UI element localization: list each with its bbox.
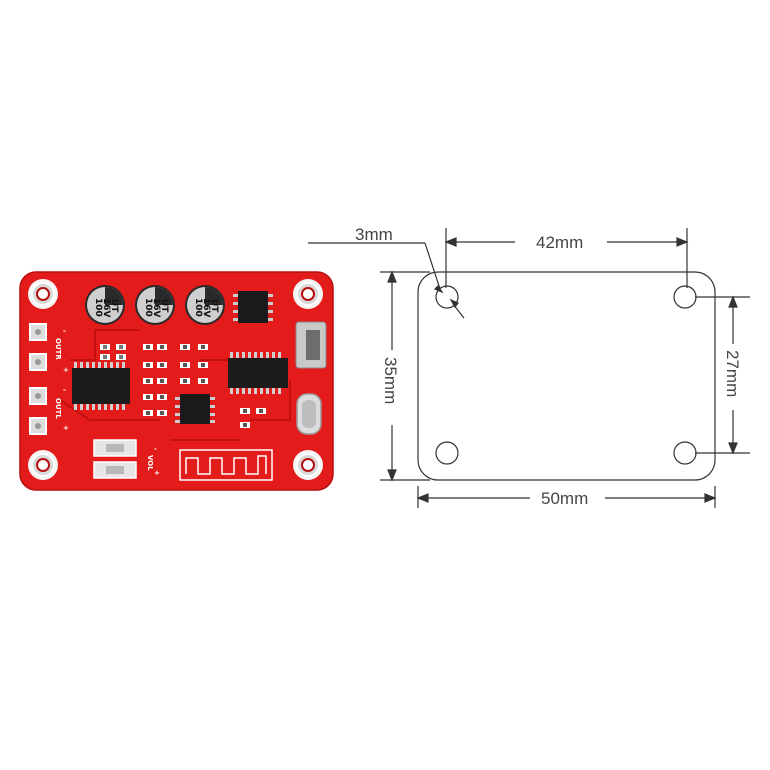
bluetooth-ic xyxy=(228,352,288,394)
outl-label: OUTL xyxy=(54,398,62,419)
board-width-label: 50mm xyxy=(541,489,588,508)
mounting-hole-bottom-right xyxy=(293,450,323,480)
ic-8pin-top xyxy=(233,291,273,323)
volume-buttons: VOL - + xyxy=(93,439,160,479)
capacitor-1-brand: UT xyxy=(109,299,119,313)
capacitor-3-voltage: 16V xyxy=(201,298,211,318)
mounting-hole-top-left xyxy=(28,279,58,309)
pcb-traces xyxy=(59,329,291,441)
vol-minus-label: - xyxy=(154,445,157,453)
dimension-drawing xyxy=(308,228,750,508)
hole-diameter-label: 3mm xyxy=(355,225,393,244)
capacitor-3: 100 16V UT xyxy=(185,285,225,325)
smd-components xyxy=(100,344,266,428)
crystal-oscillator xyxy=(296,393,322,435)
ic-8pin-center xyxy=(175,394,215,424)
outr-plus-label: + xyxy=(63,366,69,374)
vol-plus-label: + xyxy=(154,469,160,477)
capacitor-1: 100 16V UT xyxy=(85,285,125,325)
board-outline xyxy=(417,271,716,481)
capacitor-3-value: 100 xyxy=(193,298,203,317)
capacitor-3-brand: UT xyxy=(209,299,219,313)
capacitor-2-voltage: 16V xyxy=(151,298,161,318)
hole-bottom-right xyxy=(673,441,697,465)
speaker-output-pads xyxy=(29,323,47,435)
amplifier-ic-left xyxy=(72,362,130,410)
outr-minus-label: - xyxy=(63,327,66,335)
hole-top-left xyxy=(435,285,459,309)
mounting-hole-bottom-left xyxy=(28,450,58,480)
capacitor-2-brand: UT xyxy=(159,299,169,313)
micro-usb-port xyxy=(295,321,327,369)
outr-label: OUTR xyxy=(54,338,62,360)
hole-bottom-left xyxy=(435,441,459,465)
hole-spacing-horizontal-label: 42mm xyxy=(536,233,583,252)
capacitor-1-value: 100 xyxy=(93,298,103,317)
outl-plus-label: + xyxy=(63,424,69,432)
mounting-hole-top-right xyxy=(293,279,323,309)
capacitor-2-value: 100 xyxy=(143,298,153,317)
vol-label: VOL xyxy=(146,455,154,471)
hole-top-right xyxy=(673,285,697,309)
outl-minus-label: - xyxy=(63,386,66,394)
capacitor-1-voltage: 16V xyxy=(101,298,111,318)
board-height-label: 35mm xyxy=(381,357,400,404)
capacitor-2: 100 16V UT xyxy=(135,285,175,325)
pcb-antenna xyxy=(179,449,273,481)
hole-spacing-vertical-label: 27mm xyxy=(723,350,742,397)
pcb-body xyxy=(19,271,334,491)
output-labels: OUTR + - OUTL + - xyxy=(54,327,69,432)
pcb-board: OUTR + - OUTL + - 100 16V UT 100 16V UT xyxy=(19,271,334,491)
